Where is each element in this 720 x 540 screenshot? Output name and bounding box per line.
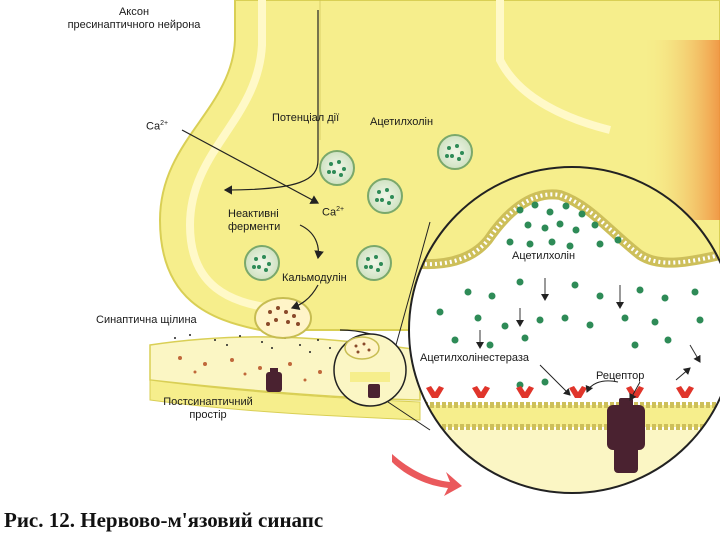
axon-label: Аксон пресинаптичного нейрона [60,6,208,31]
ca-top-charge: 2+ [160,120,168,127]
inactive-enzymes-line2: ферменти [228,221,280,234]
exocytosis-vesicle [255,298,311,338]
axon-label-line2: пресинаптичного нейрона [60,19,208,32]
ca-mid-label: Ca2+ [322,206,344,219]
ca-top-symbol: Ca [146,121,160,133]
inactive-enzymes-label: Неактивні ферменти [228,208,280,233]
calmodulin-label: Кальмодулін [282,272,347,285]
action-potential-label: Потенціал дії [272,112,339,125]
inactive-enzymes-line1: Неактивні [228,208,280,221]
receptor-label: Рецептор [596,370,644,383]
ca-mid-charge: 2+ [336,206,344,213]
ca-top-label: Ca2+ [146,120,168,133]
acetylcholine-zoom-label: Ацетилхолін [512,250,575,263]
figure-caption: Рис. 12. Нервово-м'язовий синапс [4,508,323,533]
magnify-arrow-icon [392,454,462,496]
postsynaptic-label: Постсинаптичний простір [158,396,258,421]
synaptic-cleft-label: Синаптична щілина [96,314,197,327]
acetylcholine-top-label: Ацетилхолін [370,116,433,129]
postsynaptic-line1: Постсинаптичний [158,396,258,409]
acetylcholinesterase-label: Ацетилхолінестераза [420,352,529,365]
postsynaptic-line2: простір [158,409,258,422]
axon-label-line1: Аксон [60,6,208,19]
ca-mid-symbol: Ca [322,207,336,219]
